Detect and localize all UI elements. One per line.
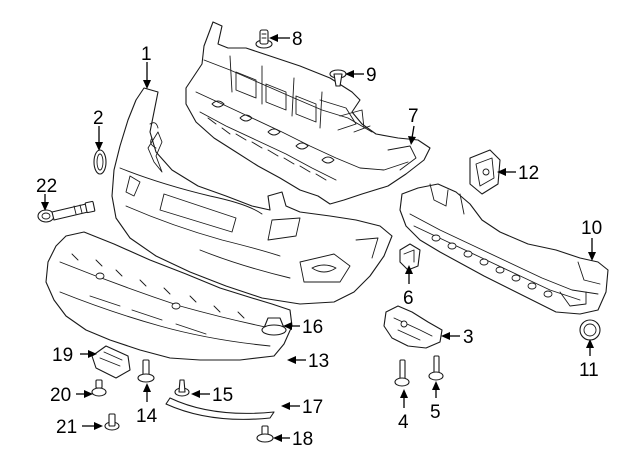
part-21-fastener xyxy=(104,413,120,431)
callout-10: 10 xyxy=(581,218,602,239)
part-10-impact-beam xyxy=(399,183,609,315)
part-12-bracket xyxy=(469,149,501,195)
part-6-small-bracket xyxy=(399,243,421,271)
beam-holes xyxy=(431,234,553,298)
callout-1: 1 xyxy=(141,44,152,65)
callout-17: 17 xyxy=(302,397,323,418)
part-11-grommet xyxy=(579,319,601,341)
callout-8: 8 xyxy=(292,29,303,50)
part-17-trim-strip xyxy=(165,397,275,420)
callout-labels: 1 2 3 4 5 6 7 8 9 10 11 12 13 14 15 16 1… xyxy=(36,29,602,450)
part-13-lower-deflector xyxy=(45,231,293,361)
callout-18: 18 xyxy=(292,429,313,450)
leader-lines xyxy=(41,34,596,442)
part-2-emblem xyxy=(93,149,107,175)
callout-19: 19 xyxy=(52,345,73,366)
callout-21: 21 xyxy=(56,417,77,438)
part-14-screw xyxy=(137,359,155,383)
part-3-side-bracket xyxy=(383,305,443,349)
callout-4: 4 xyxy=(398,412,409,433)
callout-11: 11 xyxy=(579,360,599,381)
callout-12: 12 xyxy=(518,163,539,184)
callout-14: 14 xyxy=(136,406,158,427)
part-7-upper-support xyxy=(185,21,431,205)
callout-16: 16 xyxy=(302,317,323,338)
callout-13: 13 xyxy=(308,351,329,372)
callout-22: 22 xyxy=(36,176,57,197)
part-16-grommet xyxy=(261,317,287,336)
part-4-bolt xyxy=(394,359,410,387)
part-8-push-pin xyxy=(255,29,273,49)
callout-9: 9 xyxy=(366,65,377,86)
callout-20: 20 xyxy=(50,385,71,406)
part-20-fastener xyxy=(91,379,107,397)
callout-7: 7 xyxy=(408,106,419,127)
callout-3: 3 xyxy=(463,327,474,348)
part-19-clip-bracket xyxy=(91,345,131,379)
callout-6: 6 xyxy=(403,288,414,309)
part-5-bolt xyxy=(428,355,444,381)
part-15-clip xyxy=(174,379,190,397)
part-1-bumper-cover xyxy=(111,87,393,305)
part-22-tow-hook xyxy=(37,200,96,223)
callout-15: 15 xyxy=(212,385,233,406)
callout-2: 2 xyxy=(93,108,104,129)
part-9-push-pin xyxy=(329,69,347,87)
part-18-clip xyxy=(256,425,274,443)
callout-5: 5 xyxy=(430,402,441,423)
